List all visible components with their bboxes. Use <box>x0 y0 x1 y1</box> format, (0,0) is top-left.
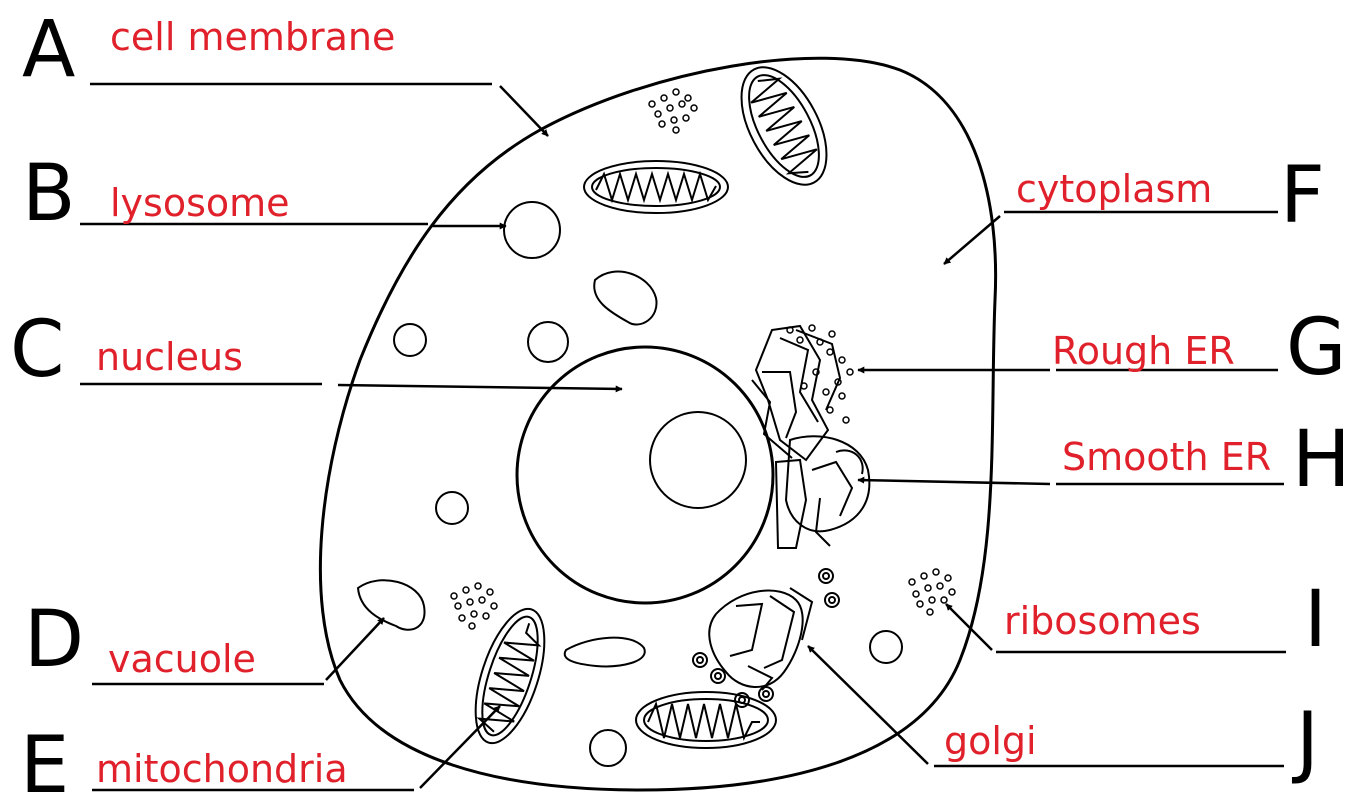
vesicle-shape <box>590 730 626 766</box>
mitochondrion-top-shape <box>584 161 728 213</box>
vacuole-shape <box>594 272 656 325</box>
arrow-c <box>338 385 622 389</box>
letter-d: D <box>24 595 84 685</box>
letter-b: B <box>22 149 76 239</box>
vesicle-shape <box>394 324 426 356</box>
letter-i: I <box>1304 575 1327 665</box>
label-smooth-er: Smooth ER <box>1062 435 1271 479</box>
arrow-i <box>946 604 992 650</box>
arrow-a <box>500 86 548 136</box>
nucleus-shape <box>517 347 773 603</box>
rough-er-shape <box>752 326 840 460</box>
letter-a: A <box>22 5 75 95</box>
arrow-f <box>944 216 1000 264</box>
arrow-j <box>808 646 928 764</box>
letter-h: H <box>1292 415 1351 505</box>
label-cytoplasm: cytoplasm <box>1016 167 1212 211</box>
cell <box>320 54 995 790</box>
label-cell-membrane: cell membrane <box>110 15 395 59</box>
letter-j: J <box>1291 697 1319 787</box>
ribosome-cluster <box>451 583 497 629</box>
lysosome-shape <box>504 202 560 258</box>
letter-f: F <box>1280 151 1325 241</box>
arrow-d <box>326 618 384 680</box>
ribosome-cluster <box>649 89 697 133</box>
letter-e: E <box>20 721 69 798</box>
ribosome-cluster <box>909 569 955 615</box>
rough-er-ribosome-dots <box>787 325 853 423</box>
label-vacuole: vacuole <box>108 637 256 681</box>
mitochondrion-bottom-shape <box>636 692 776 748</box>
letter-c: C <box>10 305 64 395</box>
arrow-h <box>858 480 1050 484</box>
vacuole-shape <box>565 638 645 667</box>
mitochondrion-right-shape <box>724 54 844 199</box>
vesicle-shape <box>870 631 902 663</box>
letter-g: G <box>1286 303 1346 393</box>
label-ribosomes: ribosomes <box>1004 599 1201 643</box>
vesicle-shape <box>436 492 468 524</box>
smooth-er-shape <box>776 436 869 548</box>
vacuole-shape <box>358 580 425 630</box>
label-rough-er: Rough ER <box>1052 329 1235 373</box>
label-golgi: golgi <box>944 719 1037 763</box>
answer-labels: cell membrane lysosome nucleus vacuole m… <box>96 15 1271 791</box>
vesicle-shape <box>528 322 568 362</box>
label-mitochondria: mitochondria <box>96 747 348 791</box>
label-lysosome: lysosome <box>110 181 290 225</box>
nucleolus-shape <box>650 412 746 508</box>
label-nucleus: nucleus <box>96 335 243 379</box>
